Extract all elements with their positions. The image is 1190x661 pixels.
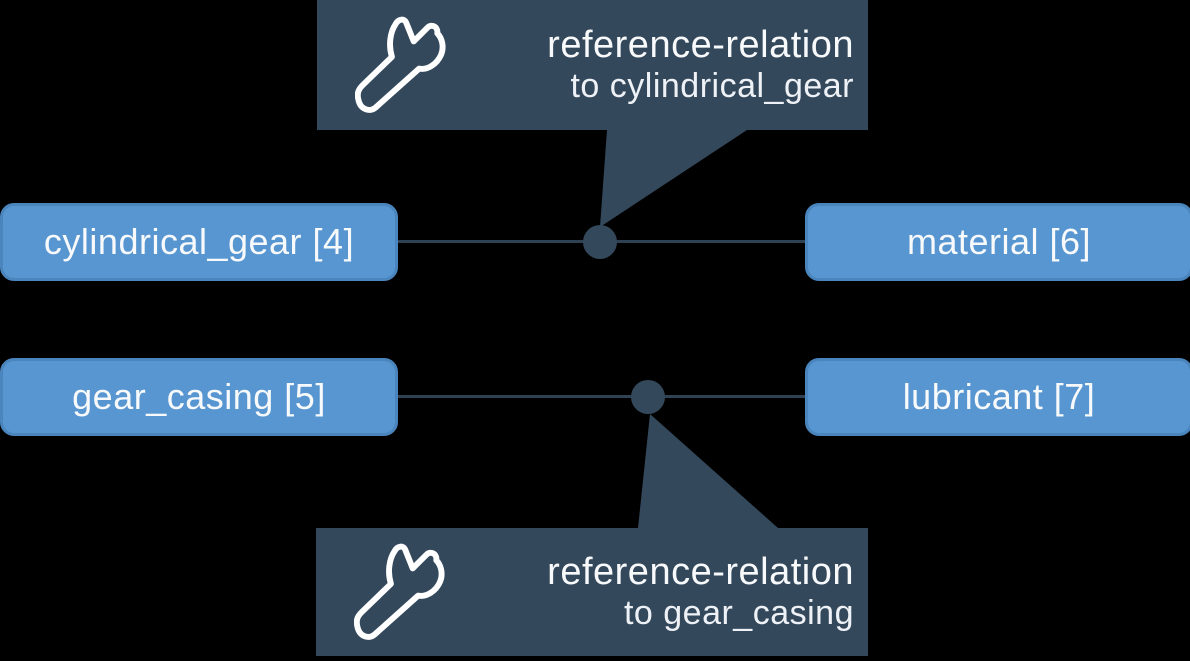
relation-point-top[interactable] bbox=[583, 225, 617, 259]
callout-text: reference-relation to cylindrical_gear bbox=[447, 23, 868, 107]
callout-subtitle: to gear_casing bbox=[623, 594, 854, 633]
wrench-icon bbox=[354, 543, 445, 640]
callout-subtitle: to cylindrical_gear bbox=[570, 67, 854, 106]
callout-title: reference-relation bbox=[547, 24, 854, 67]
callout-title: reference-relation bbox=[547, 551, 854, 594]
node-cylindrical-gear[interactable]: cylindrical_gear [4] bbox=[0, 203, 398, 281]
node-label: lubricant [7] bbox=[902, 376, 1096, 417]
callout-reference-relation-bottom: reference-relation to gear_casing bbox=[316, 528, 868, 656]
callout-tail-bottom bbox=[638, 414, 778, 528]
node-label: material [6] bbox=[906, 221, 1092, 262]
callout-reference-relation-top: reference-relation to cylindrical_gear bbox=[317, 0, 868, 130]
callout-tail-top bbox=[600, 130, 747, 227]
callout-text: reference-relation to gear_casing bbox=[446, 550, 868, 634]
relation-point-bottom[interactable] bbox=[631, 380, 665, 414]
node-label: gear_casing [5] bbox=[72, 376, 326, 417]
node-gear-casing[interactable]: gear_casing [5] bbox=[0, 358, 398, 436]
node-material[interactable]: material [6] bbox=[805, 203, 1190, 281]
wrench-icon bbox=[355, 16, 446, 113]
node-lubricant[interactable]: lubricant [7] bbox=[805, 358, 1190, 436]
node-label: cylindrical_gear [4] bbox=[43, 221, 355, 262]
